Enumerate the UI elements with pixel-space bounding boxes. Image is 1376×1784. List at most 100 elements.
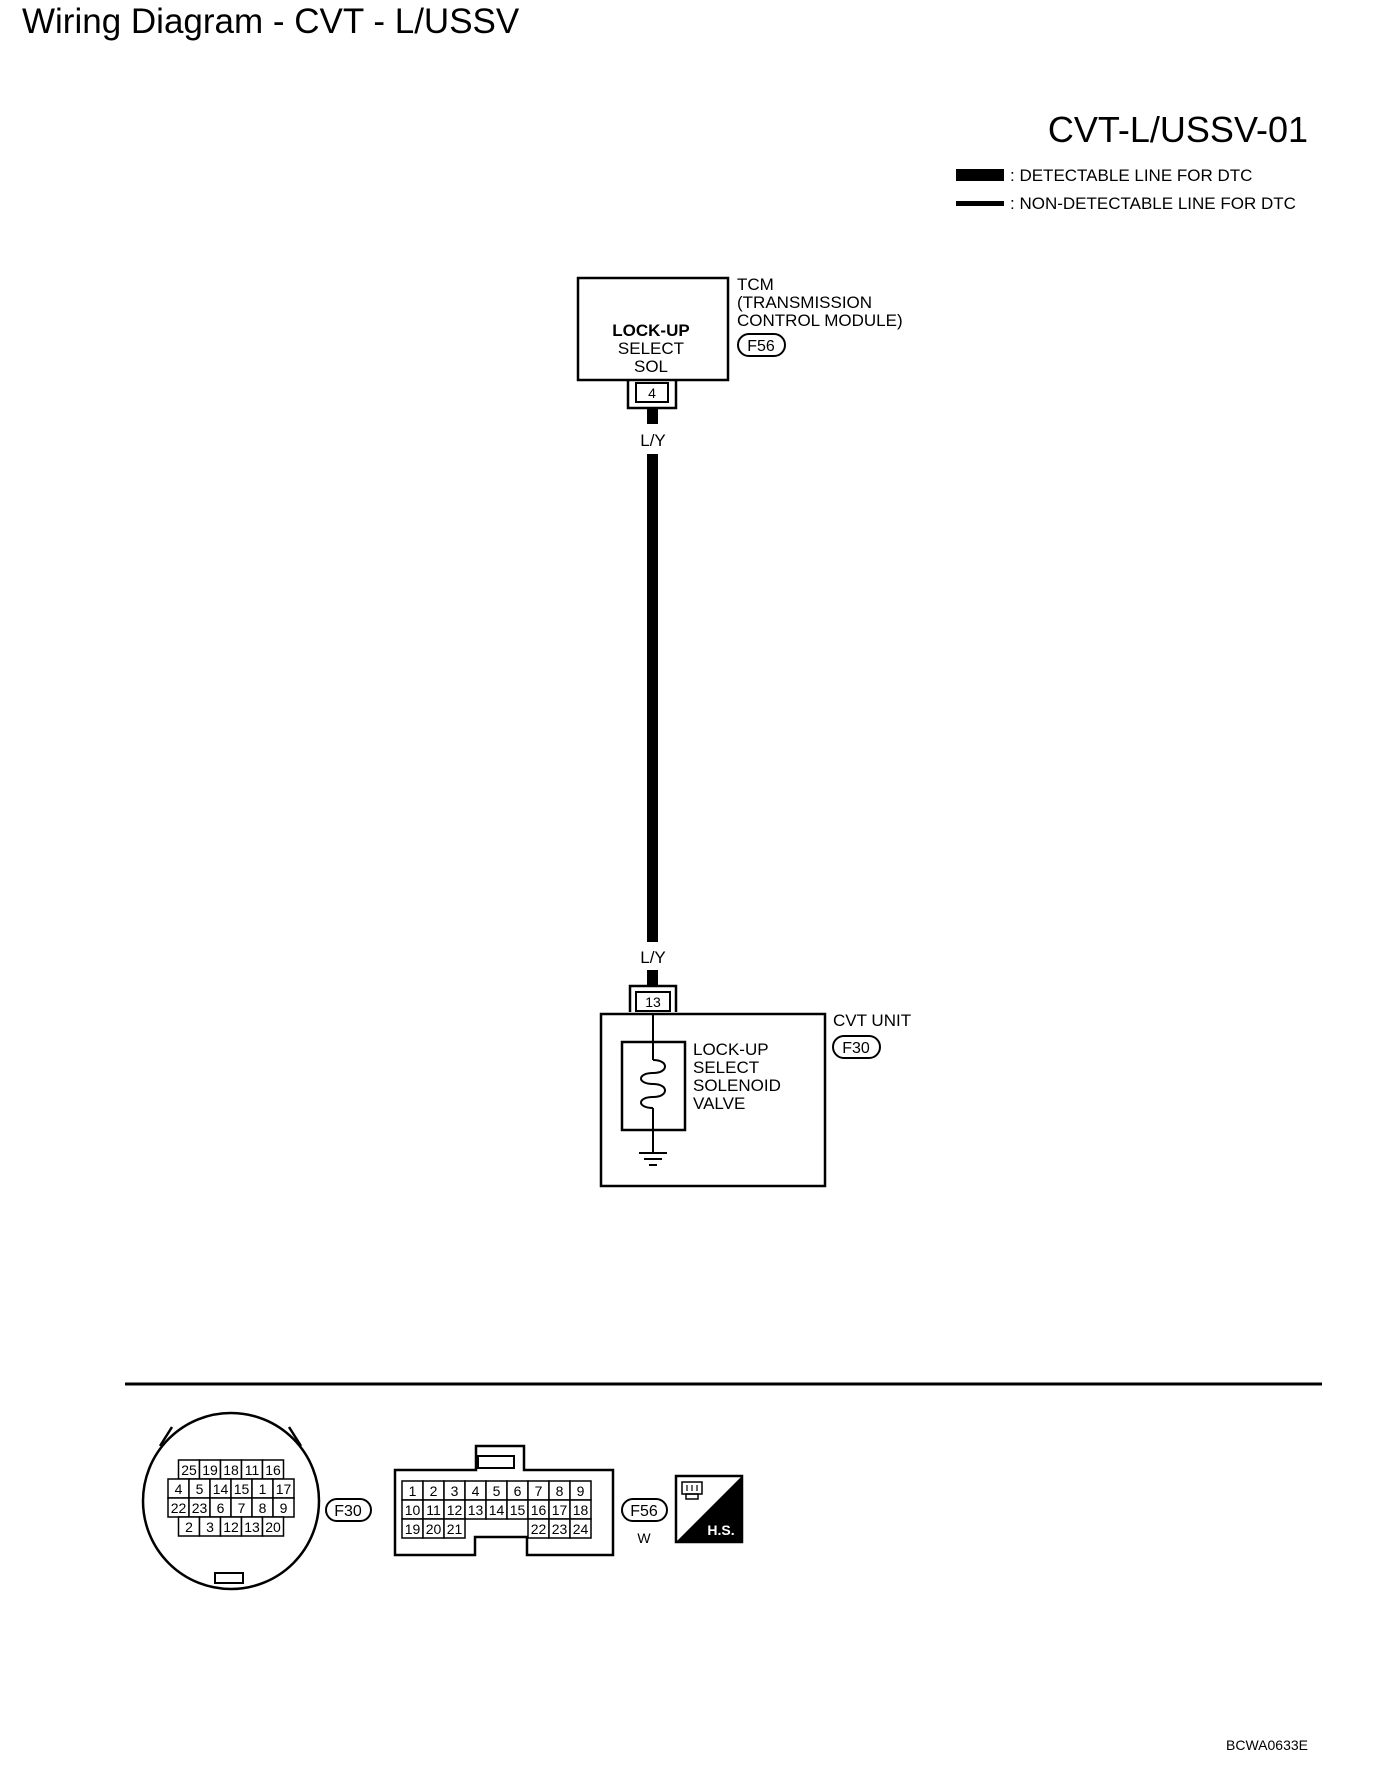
tcm-box-line-3: SOL [634, 357, 668, 376]
f56-connector-outline [393, 1444, 615, 1557]
wire-color-top: L/Y [640, 431, 666, 450]
f56-pin-9: 9 [577, 1483, 585, 1499]
tcm-component: LOCK-UP SELECT SOL TCM (TRANSMISSION CON… [576, 275, 903, 410]
f56-pin-3: 3 [451, 1483, 459, 1499]
f30-face-label: F30 [334, 1503, 362, 1520]
tcm-connector-label: F56 [747, 338, 775, 355]
tcm-name-line-3: CONTROL MODULE) [737, 311, 903, 330]
f56-pin-13: 13 [468, 1502, 484, 1518]
tcm-box [576, 276, 730, 382]
f30-pin-14: 14 [213, 1481, 229, 1497]
f30-pin-11: 11 [245, 1462, 260, 1478]
f30-pin-20: 20 [265, 1519, 281, 1535]
cvt-box-line-2: SELECT [693, 1058, 759, 1077]
figure-code: BCWA0633E [1226, 1737, 1308, 1753]
f56-pin-4: 4 [472, 1483, 480, 1499]
f30-pin-5: 5 [196, 1481, 204, 1497]
f30-connector-outline [141, 1411, 321, 1591]
f30-pin-20-cell [261, 1516, 285, 1537]
f56-pin-23: 23 [552, 1521, 568, 1537]
f30-pin-25: 25 [181, 1462, 197, 1478]
f56-pin-8: 8 [556, 1483, 564, 1499]
f56-pin-1: 1 [409, 1483, 417, 1499]
legend-non-detectable-label: : NON-DETECTABLE LINE FOR DTC [1010, 194, 1296, 213]
f56-pin-2: 2 [430, 1483, 438, 1499]
cvt-terminal-bracket [628, 984, 678, 1012]
f56-pin-6: 6 [514, 1483, 522, 1499]
page-title: Wiring Diagram - CVT - L/USSV [22, 2, 520, 41]
f56-pin-10: 10 [405, 1502, 421, 1518]
f30-pin-15: 15 [234, 1481, 250, 1497]
f30-pin-9: 9 [280, 1500, 288, 1516]
ground-icon [639, 1152, 667, 1166]
f30-pin-17: 17 [276, 1481, 292, 1497]
f56-pin-19: 19 [405, 1521, 421, 1537]
f30-pin-7: 7 [238, 1500, 246, 1516]
f56-pin-16: 16 [531, 1502, 547, 1518]
f30-pin-2: 2 [185, 1519, 193, 1535]
tcm-connector-oval [737, 333, 786, 357]
f56-pin-21-cell [443, 1518, 466, 1539]
hs-badge-triangle [676, 1476, 742, 1542]
wire-detectable-segment [647, 454, 658, 942]
f30-pin-22: 22 [171, 1500, 187, 1516]
cvt-unit-box [599, 1012, 827, 1188]
f30-latch [214, 1572, 244, 1584]
f56-pin-15: 15 [510, 1502, 526, 1518]
cvt-box-line-1: LOCK-UP [693, 1040, 769, 1059]
wire-color-bottom: L/Y [640, 948, 666, 967]
cvt-box-line-4: VALVE [693, 1094, 745, 1113]
cvt-connector-oval [832, 1035, 881, 1059]
wire-stub-bottom [647, 970, 658, 986]
f30-key-left [158, 1426, 174, 1447]
f30-face-label-oval [325, 1498, 372, 1522]
tcm-box-line-2: SELECT [618, 339, 684, 358]
solenoid-coil-icon [640, 1059, 666, 1109]
harness-side-badge: H.S. [674, 1474, 744, 1544]
f56-pin-20: 20 [426, 1521, 442, 1537]
f56-pin-5: 5 [493, 1483, 501, 1499]
cvt-connector-label: F30 [842, 1040, 870, 1057]
tcm-name-line-1: TCM [737, 275, 774, 294]
wire-stub-top [647, 408, 658, 424]
f30-pin-1: 1 [259, 1481, 267, 1497]
f56-face-label: F56 [630, 1503, 658, 1520]
connector-glyph-icon [681, 1481, 703, 1500]
f56-face-label-oval [621, 1498, 668, 1522]
diagram-code: CVT-L/USSV-01 [1048, 109, 1308, 150]
f56-latch [477, 1455, 515, 1469]
f30-pin-19: 19 [202, 1462, 218, 1478]
non-detectable-line-swatch [956, 201, 1004, 206]
f56-pin-17: 17 [552, 1502, 568, 1518]
f56-pin-11: 11 [426, 1502, 441, 1518]
f30-key-right [287, 1426, 303, 1447]
f56-pin-7: 7 [535, 1483, 543, 1499]
f56-pin-14: 14 [489, 1502, 505, 1518]
f30-pin-4: 4 [175, 1481, 183, 1497]
f30-pin-13: 13 [244, 1519, 260, 1535]
legend: : DETECTABLE LINE FOR DTC : NON-DETECTAB… [956, 166, 1296, 213]
cvt-terminal-box [635, 991, 671, 1012]
f30-pin-6: 6 [217, 1500, 225, 1516]
f30-pin-16: 16 [265, 1462, 281, 1478]
f56-pin-24: 24 [573, 1521, 589, 1537]
f56-wire-color: W [637, 1530, 651, 1546]
cvt-terminal-number: 13 [645, 994, 661, 1010]
detectable-line-swatch [956, 169, 1004, 181]
tcm-terminal-box [635, 382, 669, 403]
hs-badge-text: H.S. [707, 1522, 734, 1538]
tcm-box-line-1: LOCK-UP [612, 321, 689, 340]
cvt-unit-name: CVT UNIT [833, 1011, 911, 1030]
f56-pin-21: 21 [447, 1521, 463, 1537]
f56-pin-24-cell [569, 1518, 592, 1539]
tcm-name-line-2: (TRANSMISSION [737, 293, 872, 312]
f56-pin-22: 22 [531, 1521, 547, 1537]
f30-pin-12: 12 [223, 1519, 239, 1535]
f56-pin-12: 12 [447, 1502, 463, 1518]
tcm-terminal-number: 4 [648, 385, 656, 401]
wire-ly: L/Y L/Y [640, 408, 666, 986]
